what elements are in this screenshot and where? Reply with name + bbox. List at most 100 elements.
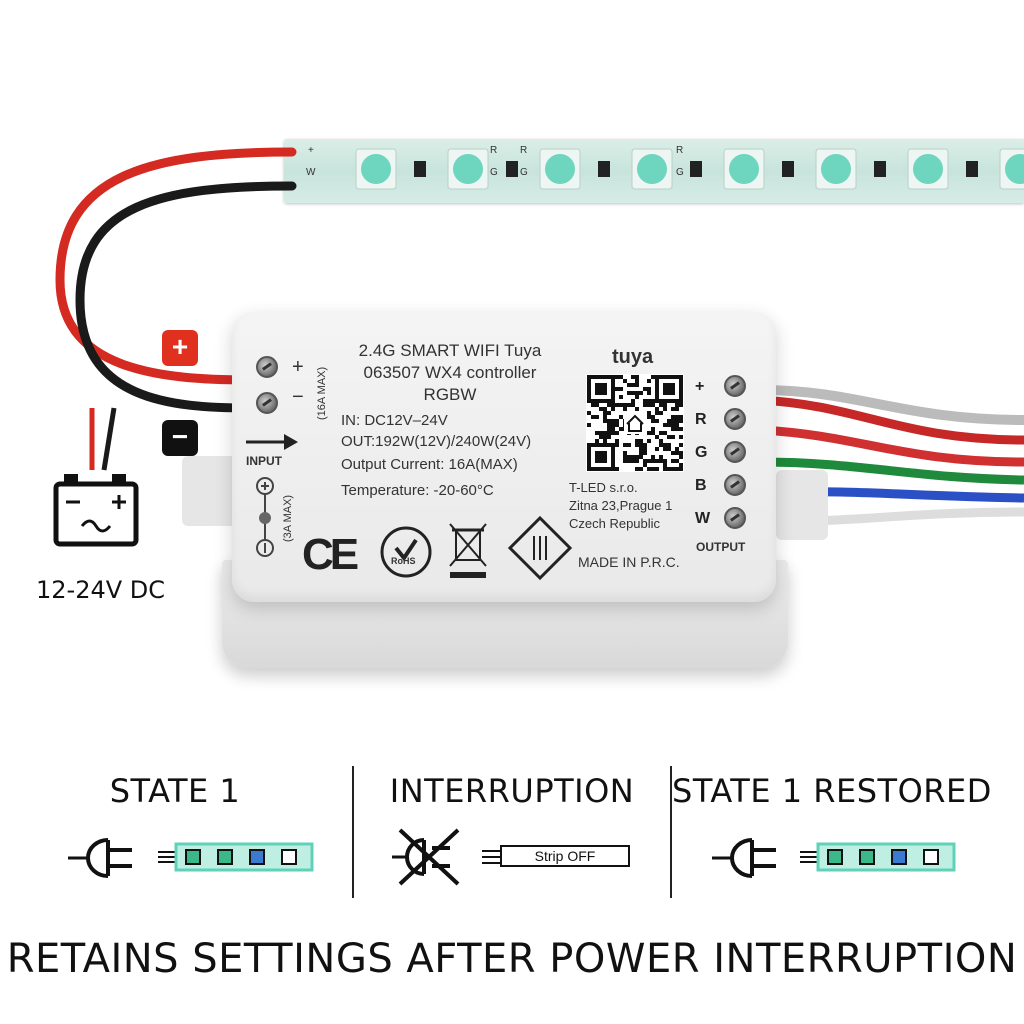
qr-module — [651, 455, 655, 459]
qr-module — [667, 423, 671, 427]
qr-module — [647, 379, 651, 383]
qr-module — [671, 427, 675, 431]
input-label: INPUT — [246, 454, 282, 468]
qr-code-icon — [586, 374, 684, 472]
qr-module — [675, 407, 679, 411]
resistor — [690, 161, 702, 177]
weee-bin-icon — [449, 523, 487, 578]
battery-black-lead — [101, 407, 117, 471]
qr-module — [615, 467, 619, 471]
qr-module — [647, 459, 651, 463]
qr-module — [595, 403, 599, 407]
qr-module — [603, 415, 607, 419]
qr-module — [607, 427, 611, 431]
qr-module — [675, 447, 679, 451]
strip-pad-label: R — [490, 145, 498, 156]
qr-module — [607, 411, 611, 415]
qr-module — [679, 451, 683, 455]
made-in-label: MADE IN P.R.C. — [578, 554, 680, 570]
qr-module — [631, 375, 635, 379]
qr-module — [611, 407, 615, 411]
mini-led — [281, 849, 297, 865]
output-terminal-b — [724, 474, 746, 496]
qr-module — [671, 435, 675, 439]
controller-title: 2.4G SMART WIFI Tuya 063507 WX4 controll… — [330, 340, 570, 406]
qr-module — [663, 407, 667, 411]
qr-module — [635, 443, 639, 447]
led-light — [637, 154, 667, 184]
qr-module — [675, 459, 679, 463]
qr-module — [675, 415, 679, 419]
battery-icon — [53, 474, 139, 547]
terminal-plus-label: + — [292, 356, 304, 378]
title-line: RGBW — [423, 385, 477, 404]
spec-current: Output Current: 16A(MAX) — [341, 456, 518, 473]
qr-module — [651, 459, 655, 463]
qr-module — [659, 443, 663, 447]
output-pin-label: W — [695, 510, 711, 527]
qr-module — [643, 399, 647, 403]
qr-module — [647, 399, 651, 403]
footer-headline: RETAINS SETTINGS AFTER POWER INTERRUPTIO… — [6, 936, 1018, 982]
qr-module — [603, 431, 607, 435]
resistor — [874, 161, 886, 177]
qr-module — [639, 451, 643, 455]
output-label: OUTPUT — [696, 540, 746, 554]
qr-module — [679, 463, 683, 467]
qr-module — [639, 467, 643, 471]
qr-module — [643, 443, 647, 447]
qr-module — [627, 383, 631, 387]
qr-module — [679, 419, 683, 423]
qr-module — [619, 415, 623, 419]
qr-module — [651, 427, 655, 431]
output-wire-red — [759, 395, 1024, 445]
qr-module — [631, 403, 635, 407]
output-pin-label: R — [695, 411, 707, 428]
mini-led — [249, 849, 265, 865]
qr-module — [651, 419, 655, 423]
qr-module — [675, 467, 679, 471]
qr-module — [623, 459, 627, 463]
qr-module — [671, 459, 675, 463]
qr-module — [635, 383, 639, 387]
qr-module — [607, 423, 611, 427]
qr-module — [651, 467, 655, 471]
diamond-mark-icon — [508, 516, 572, 580]
output-terminal-r — [724, 408, 746, 430]
qr-module — [663, 467, 667, 471]
qr-module — [615, 419, 619, 423]
company-line: T-LED s.r.o. — [569, 480, 638, 495]
qr-module — [627, 443, 631, 447]
ce-mark: CE — [302, 530, 359, 579]
resistor — [506, 161, 518, 177]
qr-module — [615, 387, 619, 391]
qr-module — [679, 427, 683, 431]
qr-module — [603, 411, 607, 415]
terminal-minus-label: − — [292, 386, 304, 408]
qr-module — [611, 419, 615, 423]
qr-module — [675, 423, 679, 427]
strip-connector-icon — [482, 850, 502, 864]
qr-module — [663, 431, 667, 435]
qr-module — [635, 455, 639, 459]
led-light — [913, 154, 943, 184]
qr-module — [651, 431, 655, 435]
qr-module — [627, 455, 631, 459]
black-wire — [75, 181, 297, 413]
led-light — [453, 154, 483, 184]
mini-led — [859, 849, 875, 865]
qr-module — [603, 439, 607, 443]
qr-module — [647, 391, 651, 395]
rohs-icon — [380, 526, 432, 578]
qr-module — [655, 459, 659, 463]
output-wire-white — [759, 385, 1024, 425]
output-pin-label: G — [695, 444, 708, 461]
resistor — [966, 161, 978, 177]
qr-module — [663, 403, 667, 407]
resistor — [414, 161, 426, 177]
qr-module — [643, 459, 647, 463]
qr-finder — [595, 383, 607, 395]
qr-module — [607, 419, 611, 423]
qr-module — [599, 435, 603, 439]
qr-module — [671, 423, 675, 427]
